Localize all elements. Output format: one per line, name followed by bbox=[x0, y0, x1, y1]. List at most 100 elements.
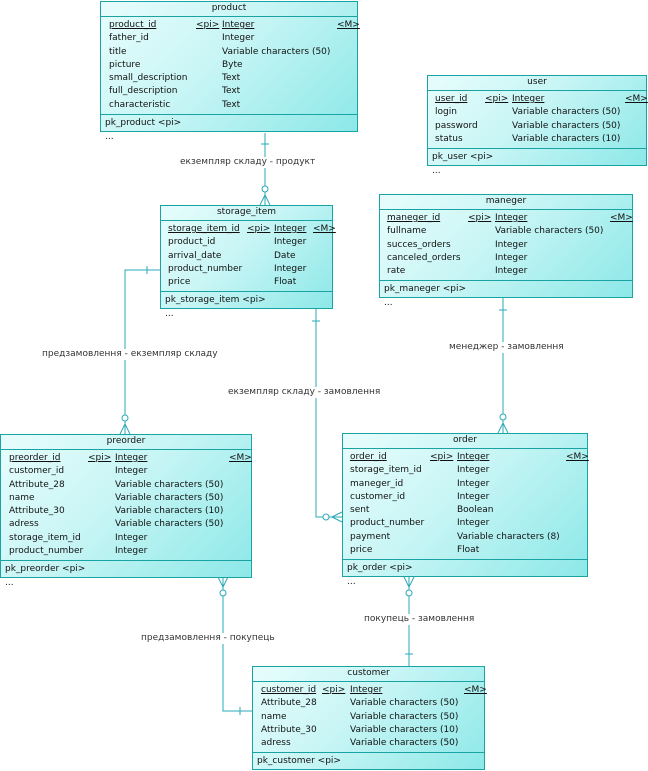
mark-optional-order-bottom bbox=[405, 589, 413, 597]
column-type: Variable characters (50) bbox=[115, 492, 224, 503]
column-name: sent bbox=[350, 505, 370, 516]
column-name: title bbox=[109, 46, 127, 57]
primary-key-row: product_id<pi>Integer<M> bbox=[105, 19, 360, 32]
column-marker: <pi> bbox=[196, 20, 220, 30]
column-name: Attribute_30 bbox=[261, 724, 317, 735]
column-name: small_description bbox=[109, 73, 188, 84]
primary-key-row: order_id<pi>Integer<M> bbox=[347, 451, 589, 464]
column-type: Integer bbox=[457, 478, 490, 489]
column-type: Variable characters (50) bbox=[222, 46, 331, 57]
column-type: Variable characters (50) bbox=[350, 711, 459, 722]
mark-crow-order-bottom-b bbox=[408, 576, 415, 588]
rel-line-storage-order bbox=[315, 309, 342, 518]
column-type: Integer bbox=[274, 263, 307, 274]
column-name: customer_id bbox=[261, 685, 317, 695]
mark-optional-preorder-bottom bbox=[219, 589, 227, 597]
column-marker: <pi> bbox=[88, 453, 112, 463]
column-name: status bbox=[435, 133, 463, 144]
column-name: succes_orders bbox=[387, 239, 451, 250]
entity-title: preorder bbox=[1, 435, 251, 450]
column-type: Integer bbox=[222, 20, 255, 30]
column-type: Integer bbox=[457, 491, 490, 502]
column-name: arrival_date bbox=[168, 250, 222, 261]
rel-label-storage-order: екземпляр складу - замовлення bbox=[228, 387, 381, 398]
column-mandatory: <M> bbox=[464, 685, 487, 695]
entity-title: maneger bbox=[380, 195, 632, 210]
entity-more-indicator: ... bbox=[105, 132, 114, 142]
column-row: product_number Integer bbox=[5, 545, 247, 558]
column-name: payment bbox=[350, 531, 391, 542]
mark-optional-order-top bbox=[499, 413, 507, 421]
column-name: name bbox=[9, 492, 35, 503]
entity-key: pk_order <pi> bbox=[343, 559, 587, 576]
column-marker: <pi> bbox=[247, 224, 271, 234]
mark-crow-order-left-b bbox=[331, 516, 343, 523]
column-type: Text bbox=[222, 86, 241, 97]
column-marker: <pi> bbox=[468, 213, 492, 223]
column-name: product_number bbox=[9, 546, 84, 557]
column-name: maneger_id bbox=[387, 213, 441, 223]
column-name: product_number bbox=[350, 518, 425, 529]
column-row: full_description Text bbox=[105, 85, 353, 98]
column-type: Integer bbox=[115, 453, 148, 463]
mark-optional-preorder bbox=[121, 414, 129, 422]
column-type: Integer bbox=[222, 33, 255, 44]
column-type: Variable characters (50) bbox=[512, 107, 621, 118]
column-row: name Variable characters (50) bbox=[5, 492, 247, 505]
mark-crow-storage-b bbox=[264, 194, 271, 206]
column-type: Integer bbox=[495, 239, 528, 250]
column-name: full_description bbox=[109, 86, 178, 97]
column-name: characteristic bbox=[109, 99, 171, 110]
column-name: fullname bbox=[387, 226, 427, 237]
column-type: Integer bbox=[115, 466, 148, 477]
rel-label-customer-order: покупець - замовлення bbox=[364, 614, 475, 625]
column-name: product_number bbox=[168, 263, 243, 274]
column-row: succes_orders Integer bbox=[384, 239, 628, 252]
column-name: user_id bbox=[435, 94, 468, 104]
column-type: Integer bbox=[115, 546, 148, 557]
column-name: canceled_orders bbox=[387, 252, 461, 263]
entity-more-indicator: ... bbox=[165, 309, 174, 319]
column-type: Variable characters (50) bbox=[512, 120, 621, 131]
mark-crow-order-top-a bbox=[497, 422, 504, 434]
entity-more-indicator: ... bbox=[432, 166, 441, 176]
column-row: title Variable characters (50) bbox=[105, 46, 353, 59]
column-name: Attribute_30 bbox=[9, 506, 65, 517]
mark-crow-preorder-b bbox=[124, 423, 131, 435]
mark-crow-storage-a bbox=[259, 194, 266, 206]
column-type: Integer bbox=[274, 224, 307, 234]
column-name: rate bbox=[387, 266, 406, 277]
column-mandatory: <M> bbox=[610, 213, 633, 223]
rel-label-preorder-customer: предзамовлення - покупець bbox=[141, 633, 275, 644]
primary-key-row: maneger_id<pi>Integer<M> bbox=[384, 212, 633, 225]
mark-crow-order-top-b bbox=[502, 422, 509, 434]
entity-title: user bbox=[428, 76, 646, 91]
column-name: price bbox=[168, 277, 191, 288]
column-name: adress bbox=[9, 519, 39, 530]
column-mandatory: <M> bbox=[625, 94, 648, 104]
column-name: storage_item_id bbox=[350, 465, 422, 476]
entity-key: pk_user <pi> bbox=[428, 148, 646, 165]
